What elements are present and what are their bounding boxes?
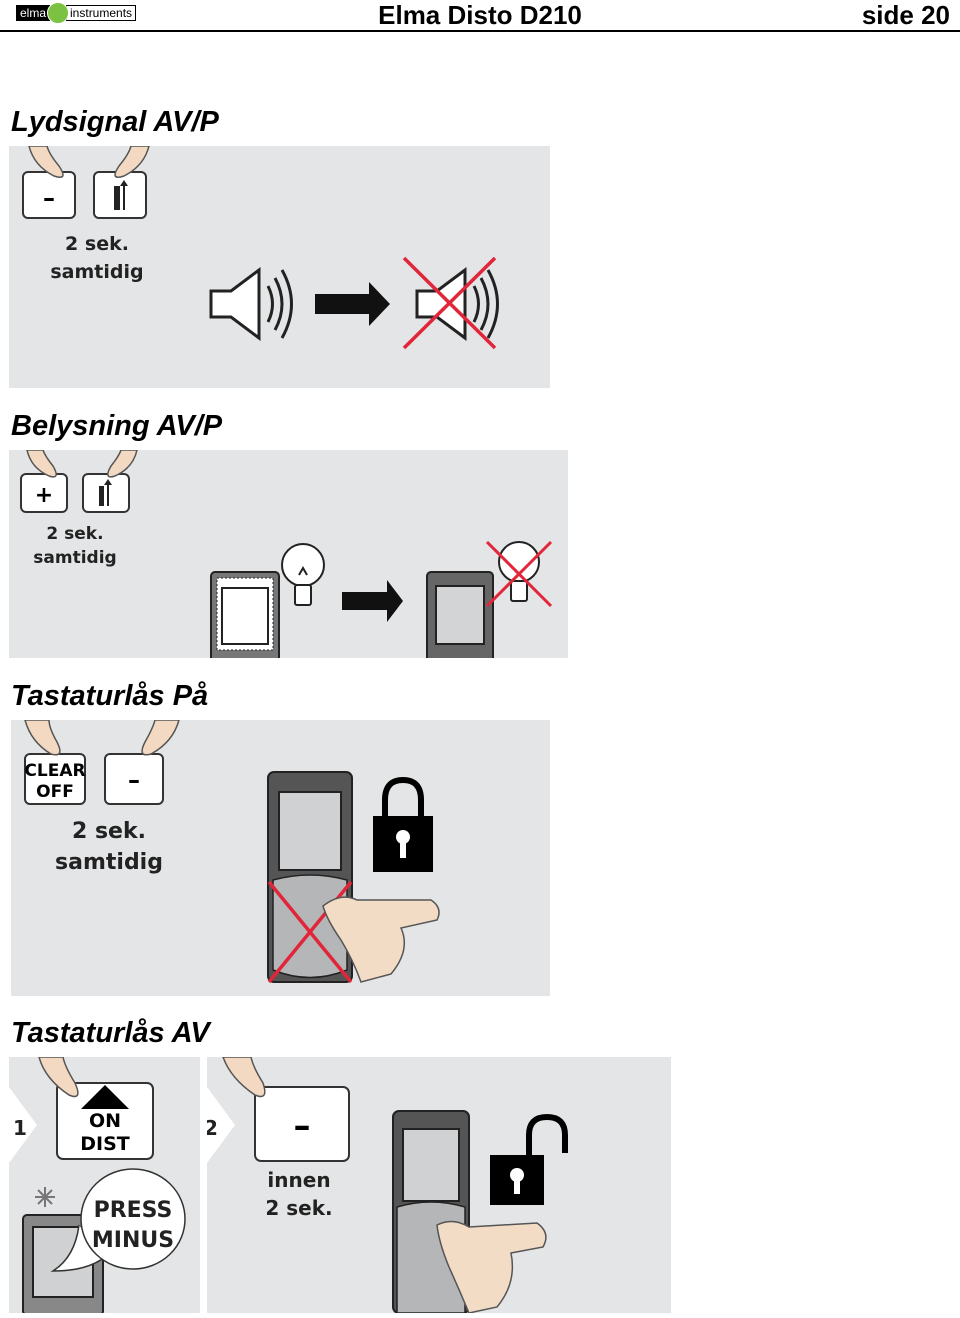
- illustration-light-toggle: + 2 sek. samtidig: [9, 449, 568, 663]
- page-number: side 20: [861, 0, 950, 30]
- arrow-right-icon: [315, 282, 390, 326]
- caption-line-1: 2 sek.: [72, 819, 146, 844]
- caption-line-2: samtidig: [50, 261, 143, 283]
- speaker-on-icon: [209, 267, 293, 341]
- document-title: Elma Disto D210: [378, 0, 582, 30]
- bubble-line-2: MINUS: [92, 1228, 174, 1253]
- cross-icon: [402, 256, 497, 350]
- lock-open-icon: [490, 1113, 568, 1205]
- lock-closed-icon: [373, 776, 433, 872]
- on-key-label: ON: [89, 1110, 121, 1132]
- step-number: 2: [207, 1116, 218, 1140]
- speaker-off-icon: [415, 267, 499, 341]
- bulb-off-icon: [498, 541, 540, 602]
- clear-key-label: CLEAR: [24, 761, 85, 781]
- hand-pressing-icon: [322, 896, 440, 983]
- minus-key-label: –: [43, 184, 55, 212]
- caption-line-1: 2 sek.: [46, 524, 103, 544]
- caption-line-1: innen: [267, 1168, 330, 1192]
- illustration-keylock-off-step-2: 2 – innen 2 sek.: [204, 1056, 671, 1314]
- minus-key-icon: –: [22, 171, 76, 219]
- illustration-keylock-on: CLEAR OFF – 2 sek. samtidig: [11, 719, 550, 996]
- cross-icon: [485, 540, 553, 608]
- clear-off-key-icon: CLEAR OFF: [24, 753, 86, 805]
- device-backlight-off-icon: [426, 571, 494, 663]
- header-rule: [0, 30, 960, 32]
- hand-pressing-icon: [436, 1220, 547, 1314]
- measure-key-icon: [93, 171, 147, 219]
- plus-key-icon: +: [20, 473, 68, 513]
- illustration-sound-toggle: – 2 sek. samtidig: [9, 145, 550, 388]
- finger-icon: [28, 145, 64, 178]
- section-title-sound: Lydsignal AV/P: [11, 106, 219, 138]
- dist-key-label: DIST: [80, 1133, 130, 1155]
- plus-key-label: +: [35, 483, 53, 508]
- illustration-keylock-off-step-1: 1 ON DIST PRESS MINUS: [9, 1056, 200, 1316]
- device-icon: [267, 771, 353, 983]
- step-number: 1: [13, 1116, 27, 1140]
- finger-icon: [114, 145, 150, 178]
- off-key-label: OFF: [36, 782, 74, 802]
- section-title-keylock-off: Tastaturlås AV: [11, 1017, 210, 1049]
- arrow-right-icon: [342, 580, 403, 622]
- elma-instruments-logo: elma instruments: [16, 2, 137, 24]
- section-title-light: Belysning AV/P: [11, 410, 223, 442]
- measure-key-icon: [82, 473, 130, 513]
- logo-swirl-icon: [47, 2, 70, 24]
- on-dist-key-icon: ON DIST: [56, 1082, 154, 1160]
- minus-key-label: –: [128, 766, 140, 794]
- minus-key-icon: –: [104, 753, 164, 805]
- minus-key-icon: –: [254, 1086, 350, 1162]
- press-minus-speech-bubble: PRESS MINUS: [50, 1168, 186, 1272]
- caption-line-2: samtidig: [55, 850, 163, 875]
- bubble-line-1: PRESS: [94, 1198, 173, 1223]
- device-backlight-on-icon: [210, 571, 280, 663]
- caption-line-2: 2 sek.: [265, 1196, 332, 1220]
- caption-line-2: samtidig: [33, 548, 116, 568]
- caption-line-1: 2 sek.: [65, 233, 129, 255]
- minus-key-label: –: [294, 1106, 311, 1146]
- sparkle-icon: [35, 1187, 55, 1207]
- section-title-keylock-on: Tastaturlås På: [11, 680, 209, 712]
- bulb-on-icon: [281, 543, 325, 606]
- logo-text-instruments: instruments: [66, 5, 137, 21]
